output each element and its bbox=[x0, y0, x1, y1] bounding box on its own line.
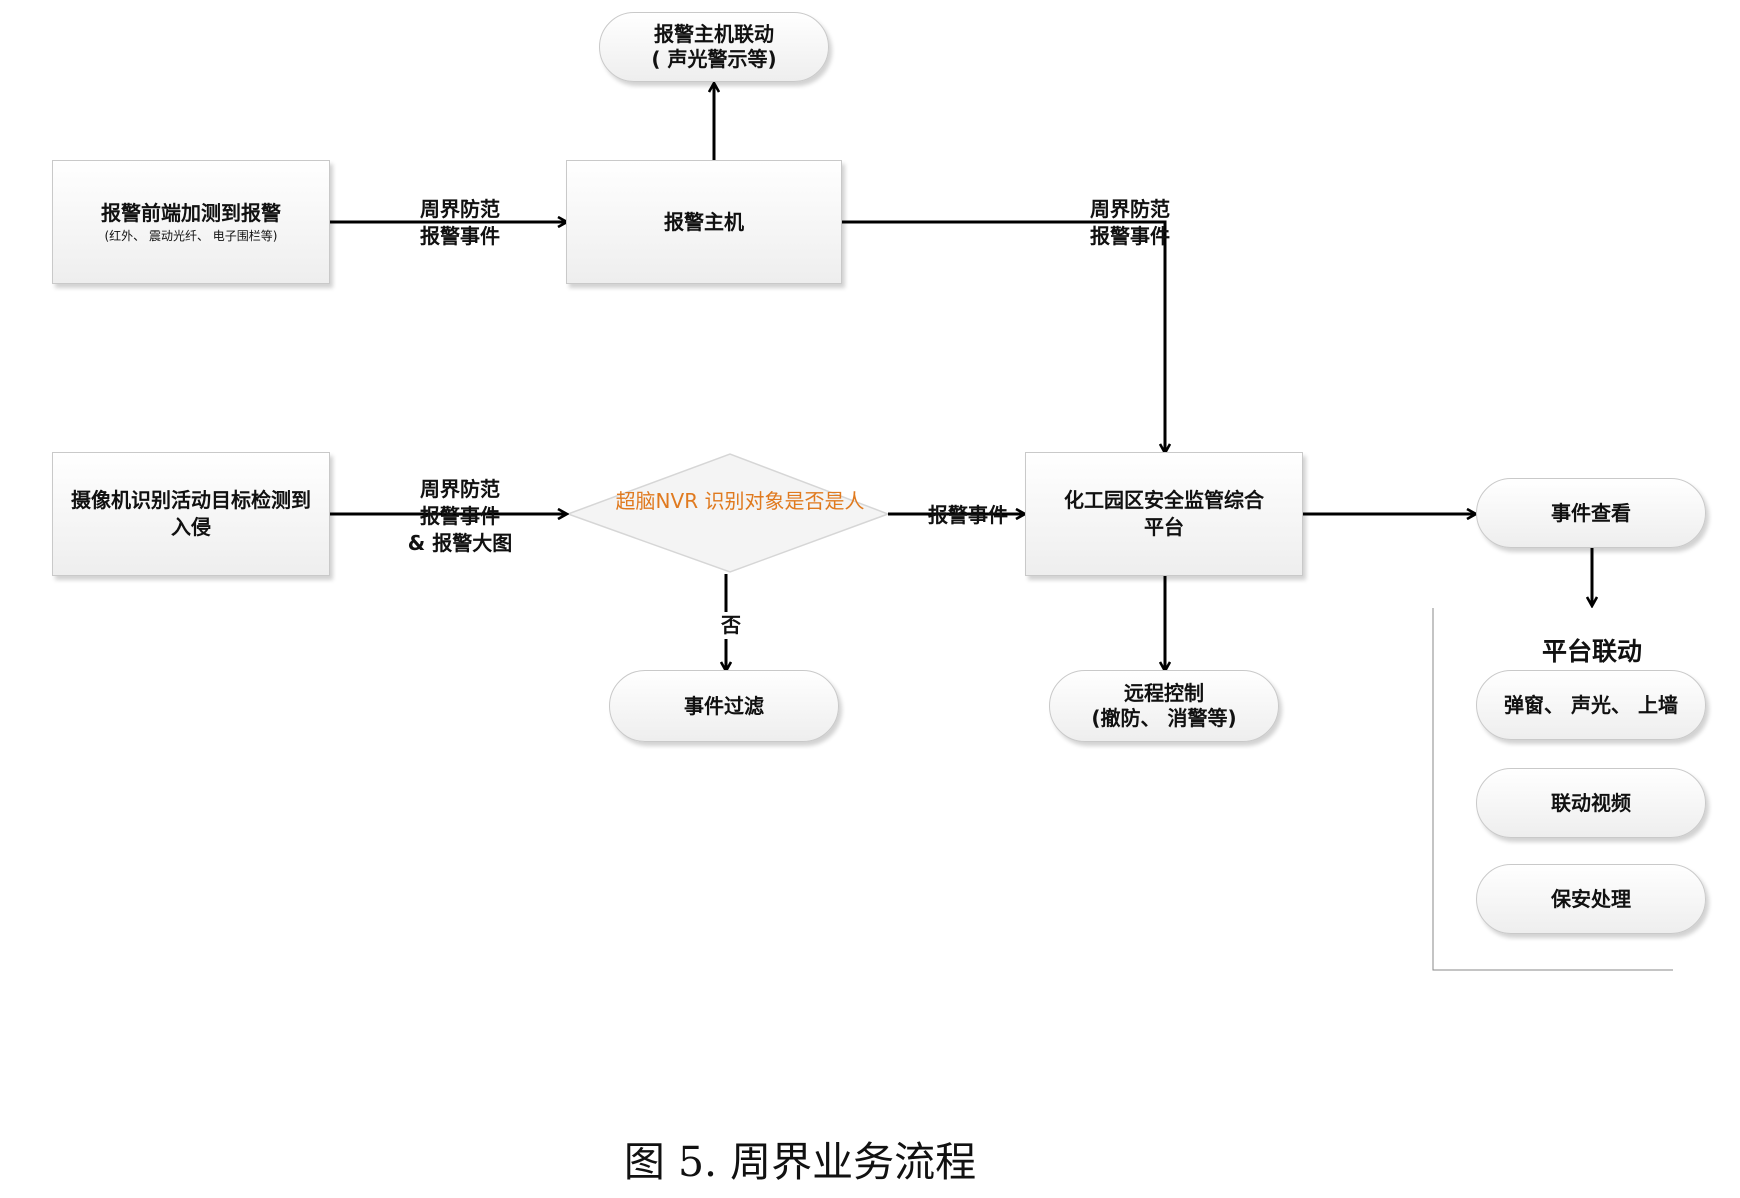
camera-detect-node: 摄像机识别活动目标检测到入侵 bbox=[52, 452, 330, 576]
camera-detect-label: 摄像机识别活动目标检测到入侵 bbox=[71, 488, 311, 539]
edge-label-nvr-to-platform: 报警事件 bbox=[928, 503, 1008, 527]
edge-label-camera-to-nvr: 周界防范 报警事件 & 报警大图 bbox=[395, 476, 525, 557]
remote-control-line1: 远程控制 bbox=[1124, 681, 1204, 705]
edge-label-line: 周界防范 bbox=[1090, 197, 1170, 221]
front-detect-line2: (红外、 震动光纤、 电子围栏等) bbox=[104, 228, 278, 243]
remote-control-line2: (撤防、 消警等) bbox=[1091, 706, 1237, 730]
platform-label: 化工园区安全监管综合平台 bbox=[1064, 488, 1264, 539]
edge-label-line: 周界防范 bbox=[420, 477, 500, 501]
platform-node: 化工园区安全监管综合平台 bbox=[1025, 452, 1303, 576]
nvr-decision-label: 超脑NVR 识别对象是否是人 bbox=[615, 489, 865, 513]
edge-label-line: 报警事件 bbox=[420, 224, 500, 248]
event-filter-label: 事件过滤 bbox=[684, 693, 764, 718]
front-detect-node: 报警前端加测到报警 (红外、 震动光纤、 电子围栏等) bbox=[52, 160, 330, 284]
alarm-host-node: 报警主机 bbox=[566, 160, 842, 284]
edge-label-host-to-platform: 周界防范 报警事件 bbox=[1070, 196, 1190, 250]
edge-label-line: 报警事件 bbox=[1090, 224, 1170, 248]
linkage-item-label: 弹窗、 声光、 上墙 bbox=[1504, 692, 1678, 717]
linkage-item: 弹窗、 声光、 上墙 bbox=[1476, 670, 1706, 740]
edge-label-line: 报警事件 bbox=[420, 504, 500, 528]
linkage-item-label: 保安处理 bbox=[1551, 886, 1631, 911]
linkage-item: 联动视频 bbox=[1476, 768, 1706, 838]
host-linkage-line1: 报警主机联动 bbox=[654, 22, 774, 46]
linkage-group-title: 平台联动 bbox=[1541, 637, 1642, 666]
linkage-item: 保安处理 bbox=[1476, 864, 1706, 934]
linkage-group-bracket bbox=[1432, 608, 1673, 971]
event-view-node: 事件查看 bbox=[1476, 478, 1706, 548]
edge-label-line: 周界防范 bbox=[420, 197, 500, 221]
event-view-label: 事件查看 bbox=[1551, 500, 1631, 525]
host-linkage-node: 报警主机联动 ( 声光警示等) bbox=[599, 12, 829, 82]
edge-host-to-platform bbox=[842, 220, 1165, 452]
figure-caption: 图 5. 周界业务流程 bbox=[623, 1138, 977, 1186]
alarm-host-label: 报警主机 bbox=[664, 209, 744, 234]
front-detect-line1: 报警前端加测到报警 bbox=[101, 200, 281, 225]
edge-label-front-to-host: 周界防范 报警事件 bbox=[400, 196, 520, 250]
event-filter-node: 事件过滤 bbox=[609, 670, 839, 742]
linkage-item-label: 联动视频 bbox=[1551, 790, 1631, 815]
remote-control-node: 远程控制 (撤防、 消警等) bbox=[1049, 670, 1279, 742]
host-linkage-line2: ( 声光警示等) bbox=[651, 47, 777, 71]
edge-label-line: & 报警大图 bbox=[407, 531, 513, 555]
edge-label-nvr-no: 否 bbox=[716, 612, 746, 639]
